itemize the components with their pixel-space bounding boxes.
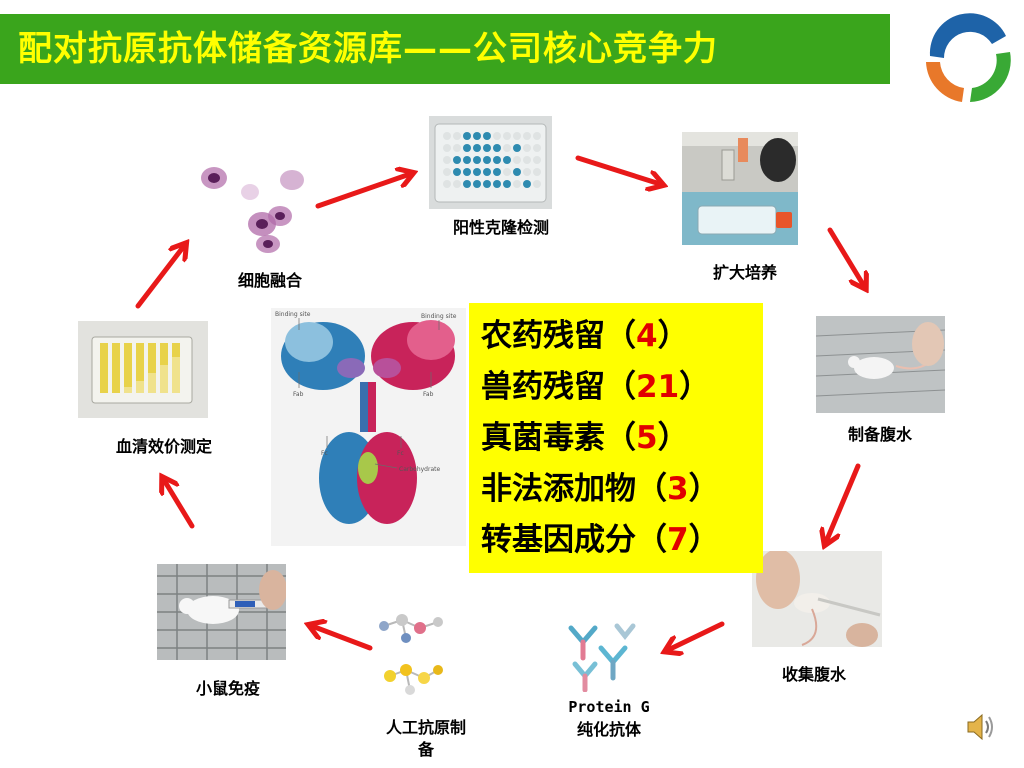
fab-right-label: Fab	[423, 391, 434, 398]
speaker-icon[interactable]	[964, 710, 998, 744]
carbohydrate-label: Carbohydrate	[399, 466, 440, 473]
step-label-cell-fusion: 细胞融合	[237, 271, 302, 290]
arrow-antigen-to-mouse	[312, 626, 373, 651]
step-label-serum-titer: 血清效价测定	[115, 437, 212, 456]
step-label-purify-antibody: 纯化抗体	[576, 720, 641, 739]
culture-flask-image	[682, 132, 798, 245]
arrow-collect-to-purify	[668, 621, 725, 650]
arrow-prepare-to-collect	[826, 463, 861, 542]
arrow-clone-to-culture	[575, 155, 660, 184]
antibody-structure-image: Binding site Binding site Fab Fab Fc Fc …	[271, 308, 466, 546]
step-label-antigen-prep-cont: 备	[417, 740, 434, 759]
binding-site-right-label: Binding site	[421, 313, 457, 320]
category-mycotoxin: 真菌毒素（5）	[481, 420, 689, 456]
step-label-prepare-ascites: 制备腹水	[847, 425, 912, 444]
step-label-protein-g: Protein G	[568, 698, 650, 716]
category-veterinary-residue: 兽药残留（21）	[481, 369, 711, 405]
fab-left-label: Fab	[293, 391, 304, 398]
arrow-culture-to-ascites	[827, 227, 864, 286]
category-pesticide-residue: 农药残留（4）	[481, 318, 689, 354]
arrow-titer-to-fusion	[135, 246, 184, 309]
positive-clone-plate-image	[429, 116, 552, 209]
step-label-collect-ascites: 收集腹水	[781, 665, 846, 684]
fc-left-label: Fc	[321, 450, 328, 457]
slide-title: 配对抗原抗体储备资源库——公司核心竞争力	[18, 29, 718, 69]
fc-right-label: Fc	[397, 450, 404, 457]
category-name: 转基因成分	[481, 522, 636, 558]
reagent-category-box: 农药残留（4） 兽药残留（21） 真菌毒素（5） 非法添加物（3） 转基因成分（…	[469, 303, 763, 573]
category-count: 7	[667, 522, 689, 558]
step-label-positive-clone: 阳性克隆检测	[452, 218, 549, 237]
step-label-mouse-immunization: 小鼠免疫	[195, 679, 260, 698]
category-illegal-additive: 非法添加物（3）	[481, 471, 720, 507]
category-count: 4	[636, 318, 658, 354]
category-name: 非法添加物	[481, 471, 636, 507]
mouse-injection-image	[816, 316, 945, 413]
antibody-molecules-icon	[561, 620, 641, 692]
company-logo	[918, 4, 1016, 108]
arrow-mouse-to-titer	[164, 480, 195, 529]
step-label-antigen-prep: 人工抗原制	[385, 718, 466, 737]
category-gmo-component: 转基因成分（7）	[481, 522, 720, 558]
mouse-immunization-image	[157, 564, 286, 660]
title-bar	[0, 14, 890, 84]
category-count: 5	[636, 420, 658, 456]
titer-plate-image	[78, 321, 208, 418]
arrow-fusion-to-clone	[315, 174, 410, 209]
category-name: 农药残留	[481, 318, 605, 354]
antigen-molecule-icon	[372, 606, 454, 704]
step-label-expand-culture: 扩大培养	[712, 263, 777, 282]
category-count: 3	[667, 471, 689, 507]
category-name: 真菌毒素	[481, 420, 605, 456]
cell-fusion-image	[192, 158, 312, 258]
category-count: 21	[636, 369, 680, 405]
binding-site-left-label: Binding site	[275, 311, 311, 318]
collect-ascites-image	[752, 551, 882, 647]
category-name: 兽药残留	[481, 369, 605, 405]
